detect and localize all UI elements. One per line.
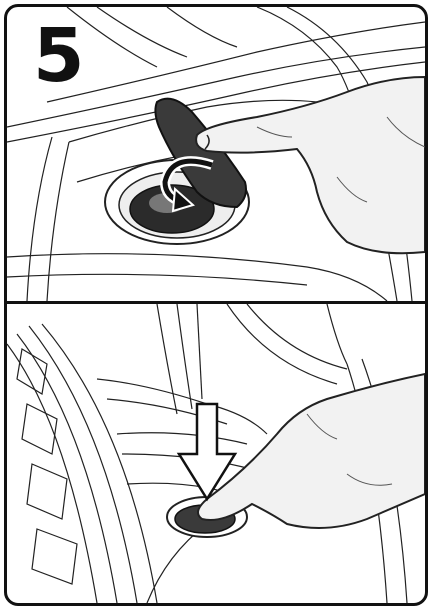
panel-press-valve-illustration [7,304,425,603]
instruction-frame: 5 [4,4,428,606]
step-number: 5 [33,19,83,93]
hand-pressing [198,374,425,528]
panel-open-valve-cap: 5 [7,7,425,301]
panel-press-valve [7,304,425,603]
